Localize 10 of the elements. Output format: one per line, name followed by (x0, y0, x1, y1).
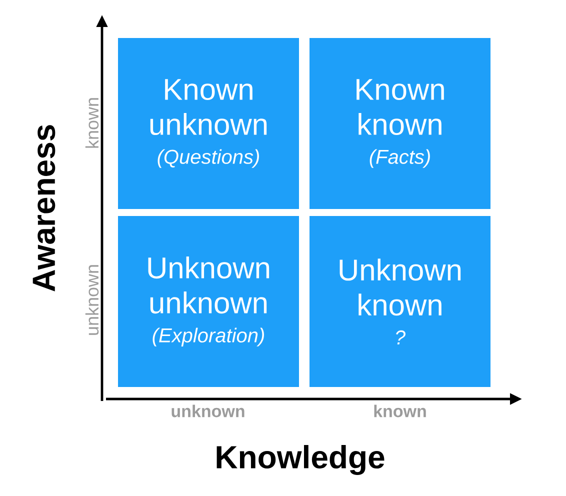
quadrant-box: Unknown unknown (Exploration) (118, 216, 299, 387)
tick-label: unknown (85, 265, 99, 335)
axis-title: Awareness (32, 125, 56, 292)
axis-title: Knowledge (216, 445, 384, 475)
tick-label: unknown (172, 404, 244, 418)
quadrant-box: Unknown known ? (310, 216, 490, 387)
tick-label: known (374, 404, 426, 418)
quadrant-box: Known unknown (Questions) (118, 38, 299, 209)
quadrant-box: Known known (Facts) (310, 38, 490, 209)
tick-label: known (85, 98, 99, 148)
